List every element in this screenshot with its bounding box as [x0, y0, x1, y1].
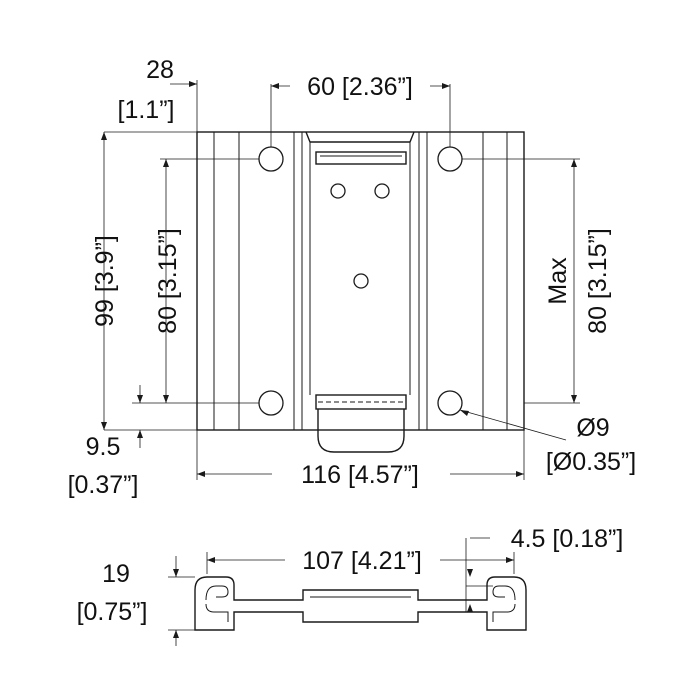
arrowhead: [467, 604, 473, 612]
dim-hole-diameter-mm: Ø9: [576, 414, 609, 442]
arrowhead: [467, 569, 473, 577]
arrowhead: [571, 395, 577, 403]
dim-hole-diameter-inch: [Ø0.35”]: [546, 448, 636, 476]
dim-9-5-inch: [0.37”]: [68, 471, 139, 499]
arrowhead: [101, 132, 107, 140]
arrowhead: [101, 422, 107, 430]
dim-116-width: 116 [4.57”]: [301, 461, 419, 489]
dim-28-mm: 28: [146, 56, 174, 84]
dim-60-top: 60 [2.36”]: [307, 73, 413, 101]
dim-19-inch: [0.75”]: [77, 598, 148, 626]
left-clip-detail: [205, 585, 229, 601]
arrowhead: [137, 430, 143, 438]
small-hole: [330, 183, 346, 199]
mounting-hole: [437, 146, 463, 172]
arrowhead: [571, 159, 577, 167]
arrowhead: [516, 471, 524, 477]
left-clip-detail: [205, 603, 229, 622]
profile-side-view: [194, 576, 527, 631]
arrowhead: [197, 471, 205, 477]
arrowhead: [189, 81, 197, 87]
profile-dimension-lines: [168, 537, 515, 646]
arrowhead: [137, 395, 143, 403]
arrowhead: [163, 159, 169, 167]
small-hole: [353, 273, 369, 289]
arrowhead: [173, 630, 179, 638]
right-clip-detail: [492, 603, 516, 622]
arrowhead: [207, 557, 215, 563]
bottom-tab: [317, 409, 405, 453]
profile-outline: [194, 576, 527, 631]
small-hole: [374, 183, 390, 199]
center-channel-top: [305, 131, 415, 143]
arrowhead: [460, 410, 469, 416]
arrowhead: [163, 395, 169, 403]
dim-9-5-mm: 9.5: [86, 433, 121, 461]
arrowhead: [442, 83, 450, 89]
dim-99-height: 99 [3.9”]: [91, 235, 119, 327]
dim-28-inch: [1.1”]: [118, 96, 175, 124]
dim-107-profile: 107 [4.21”]: [302, 547, 422, 575]
mounting-hole: [258, 146, 284, 172]
bottom-slot: [315, 394, 407, 410]
mounting-hole: [437, 390, 463, 416]
right-clip-detail: [492, 585, 516, 601]
arrowhead: [506, 557, 514, 563]
mounting-plate-front-view: [196, 131, 525, 453]
mounting-hole: [258, 390, 284, 416]
plate-outline: [196, 131, 525, 431]
dim-80-left: 80 [3.15”]: [154, 228, 182, 334]
dim-max-label: Max: [544, 257, 572, 305]
leader-line: [459, 409, 567, 441]
dim-19-mm: 19: [102, 560, 130, 588]
top-slot: [315, 151, 407, 165]
arrowhead: [173, 569, 179, 577]
arrowhead: [271, 83, 279, 89]
dimension-lines: [101, 80, 580, 480]
dim-80-right: 80 [3.15”]: [584, 228, 612, 334]
dim-4-5-lip: 4.5 [0.18”]: [511, 525, 624, 553]
